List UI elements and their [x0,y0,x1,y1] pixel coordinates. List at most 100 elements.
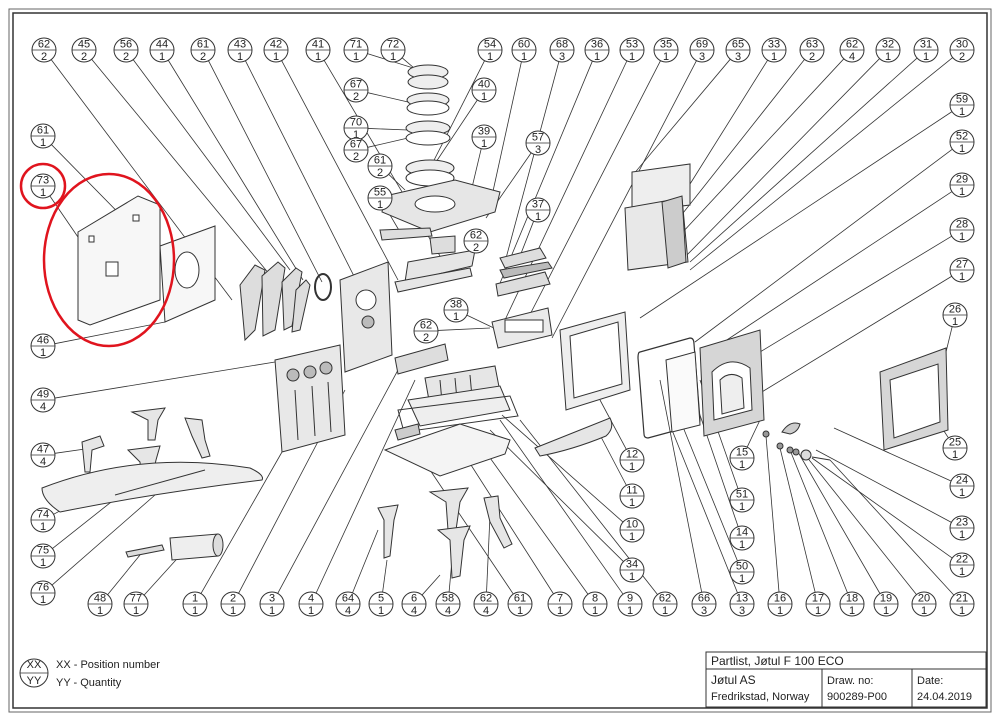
callout-quantity: 1 [557,605,563,617]
callout-position-number: 21 [956,593,968,605]
leader-line [659,379,703,593]
callout-position-number: 50 [736,561,748,573]
callout-position-number: 59 [956,94,968,106]
door-handle-part [762,422,831,461]
callout-quantity: 1 [390,51,396,63]
callout-position-number: 29 [956,174,968,186]
leader-line [683,58,880,259]
callout-bubble: 721 [380,37,406,63]
callout-bubble: 672 [343,77,369,103]
leader-line [631,58,731,177]
leader-line [367,128,409,131]
callout-bubble: 481 [87,591,113,617]
callout-bubble: 751 [30,543,56,569]
callout-quantity: 1 [959,231,965,243]
callout-quantity: 1 [353,51,359,63]
leader-line [811,457,953,559]
leader-line [315,379,416,594]
leader-line [437,327,491,331]
side-panel-part [624,163,691,271]
leader-line [431,99,478,169]
leader-line [789,449,848,594]
title-block-date-label: Date: [917,675,943,687]
callout-bubble: 663 [691,591,717,617]
callout-bubble: 611 [507,591,533,617]
callout-quantity: 3 [735,51,741,63]
callout-position-number: 38 [450,299,462,311]
callout-bubble: 501 [729,559,755,585]
callout-bubble: 121 [619,447,645,473]
callout-bubble: 161 [767,591,793,617]
callout-bubble: 672 [343,137,369,163]
callout-quantity: 1 [952,449,958,461]
callout-quantity: 4 [40,456,46,468]
callout-bubble: 211 [949,591,975,617]
callout-position-number: 63 [806,39,818,51]
flue-rings-part [405,64,455,187]
callout-bubble: 201 [911,591,937,617]
highlight-marks [19,162,176,348]
callout-quantity: 2 [353,91,359,103]
callout-position-number: 74 [37,509,49,521]
callout-position-number: 75 [37,545,49,557]
callout-bubble: 111 [619,483,645,509]
title-block-drawing-number: 900289-P00 [827,691,887,703]
leader-line [759,235,952,353]
callout-quantity: 1 [921,605,927,617]
callout-quantity: 1 [662,605,668,617]
leader-line [54,361,276,399]
callout-bubble: 452 [71,37,97,63]
callout-bubble: 701 [343,115,369,141]
callout-position-number: 51 [736,489,748,501]
callout-position-number: 61 [514,593,526,605]
leader-line [765,435,780,593]
callout-position-number: 5 [378,593,384,605]
callout-bubble: 251 [942,435,968,461]
leader-line [599,434,627,486]
callout-quantity: 4 [483,605,489,617]
callout-position-number: 14 [736,527,748,539]
callout-bubble: 421 [263,37,289,63]
door-glass-part [665,351,701,433]
callout-bubble: 302 [949,37,975,63]
firebox-frame-part [491,307,553,349]
callout-position-number: 1 [192,593,198,605]
callout-bubble: 771 [123,591,149,617]
callout-position-number: 42 [270,39,282,51]
callout-quantity: 1 [959,186,965,198]
callout-quantity: 2 [473,242,479,254]
callout-quantity: 1 [959,487,965,499]
callout-position-number: 40 [478,79,490,91]
leader-line [107,554,141,595]
leader-line [689,57,918,263]
callout-bubble: 351 [653,37,679,63]
callout-quantity: 2 [41,51,47,63]
callout-quantity: 2 [81,51,87,63]
callout-position-number: 53 [626,39,638,51]
callout-quantity: 1 [308,605,314,617]
callout-quantity: 1 [377,199,383,211]
callout-position-number: 46 [37,335,49,347]
callout-position-number: 67 [350,139,362,151]
callout-quantity: 2 [377,167,383,179]
leader-line [277,369,399,594]
callout-position-number: 62 [846,39,858,51]
callout-bubble: 191 [873,591,899,617]
callout-bubble: 624 [473,591,499,617]
callout-quantity: 1 [739,539,745,551]
callout-bubble: 401 [471,77,497,103]
callout-bubble: 311 [913,37,939,63]
door-frame-part [559,311,631,411]
callout-quantity: 1 [663,51,669,63]
leader-line [797,451,881,594]
callout-position-number: 41 [312,39,324,51]
callout-quantity: 1 [237,51,243,63]
callout-bubble: 653 [725,37,751,63]
callout-position-number: 55 [374,187,386,199]
callout-position-number: 10 [626,519,638,531]
callout-bubble: 441 [149,37,175,63]
callout-position-number: 16 [774,593,786,605]
callout-quantity: 1 [959,566,965,578]
title-block-title: Partlist, Jøtul F 100 ECO [711,654,844,668]
